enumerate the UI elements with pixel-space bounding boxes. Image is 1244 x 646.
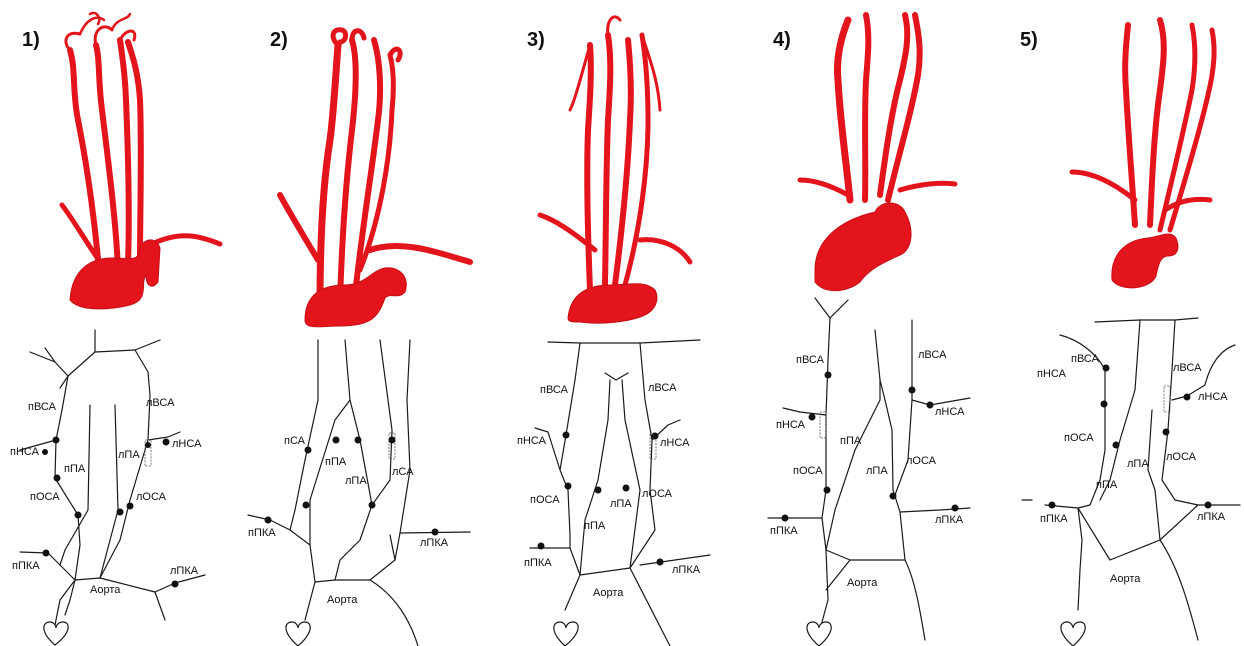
label-pVSA: пВСА [796, 354, 825, 366]
label-lPKA: лПКА [420, 537, 449, 549]
panel-2-3d-vessels [280, 30, 470, 327]
label-pNSA: пНСА [517, 435, 547, 447]
heart-icon [807, 622, 831, 646]
label-pPKA: пПКА [524, 557, 552, 569]
label-pNSA: пНСА [10, 446, 40, 458]
panel-3-number: 3) [527, 29, 545, 51]
label-pVSA: пВСА [1071, 353, 1100, 365]
heart-icon [44, 622, 68, 645]
label-pOSA: пОСА [30, 491, 60, 503]
panel-2-schema: пСА пПА лПА лСА пПКА лПКА Аорта [248, 340, 470, 646]
label-lOSA: лОСА [136, 491, 167, 503]
panel-3: 3) [517, 17, 710, 646]
label-lPKA: лПКА [672, 564, 701, 576]
aorta-3d [1112, 234, 1178, 288]
label-pPKA: пПКА [248, 527, 276, 539]
label-lPA: лПА [1127, 458, 1149, 470]
label-aorta: Аорта [90, 584, 121, 596]
panel-5-schema: пВСА лВСА пНСА лНСА пОСА лОСА лПА пПА пП… [1022, 318, 1240, 646]
panel-4: 4) пВСА лВС [768, 15, 970, 646]
panel-5-3d-vessels [1072, 20, 1214, 288]
label-lOSA: лОСА [1166, 451, 1197, 463]
label-lNSA: лНСА [1198, 391, 1228, 403]
label-pVSA: пВСА [540, 384, 569, 396]
heart-icon [554, 622, 578, 646]
label-pSA: пСА [284, 435, 306, 447]
label-aorta: Аорта [1110, 573, 1141, 585]
panel-4-number: 4) [773, 29, 791, 51]
label-lPKA: лПКА [170, 565, 199, 577]
label-pOSA: пОСА [1064, 432, 1094, 444]
aorta-3d [568, 284, 657, 323]
label-lPA: лПА [610, 498, 632, 510]
label-pVSA: пВСА [28, 401, 57, 413]
label-aorta: Аорта [327, 594, 358, 606]
aorta-3d [815, 203, 911, 291]
label-pPKA: пПКА [12, 560, 40, 572]
label-pPKA: пПКА [1040, 513, 1068, 525]
heart-icon [1061, 622, 1085, 646]
label-pOSA: пОСА [793, 465, 823, 477]
label-lVSA: лВСА [146, 397, 175, 409]
label-lNSA: лНСА [660, 437, 690, 449]
label-lSA: лСА [392, 466, 414, 478]
panel-1-number: 1) [22, 29, 40, 51]
label-pNSA: пНСА [776, 419, 806, 431]
label-lPA: лПА [866, 465, 888, 477]
label-pPKA: пПКА [770, 525, 798, 537]
label-lVSA: лВСА [918, 349, 947, 361]
label-pPA: пПА [840, 435, 862, 447]
label-pOSA: пОСА [530, 494, 560, 506]
panel-2: 2) пСА [248, 29, 470, 646]
panel-2-number: 2) [270, 29, 288, 51]
panel-3-schema: пВСА лВСА пНСА лНСА пОСА лОСА пПА лПА пП… [517, 340, 710, 646]
stent-icon [820, 412, 826, 438]
label-aorta: Аорта [593, 587, 624, 599]
schema-dots [42, 437, 179, 588]
label-pPA: пПА [1096, 479, 1118, 491]
label-lVSA: лВСА [648, 382, 677, 394]
label-pNSA: пНСА [1037, 368, 1067, 380]
label-pPA: пПА [64, 463, 86, 475]
label-lNSA: лНСА [935, 406, 965, 418]
label-lOSA: лОСА [906, 455, 937, 467]
label-pPA: пПА [584, 520, 606, 532]
panel-1: 1) [10, 13, 220, 645]
label-lNSA: лНСА [172, 438, 202, 450]
extra-mark: – [1022, 494, 1029, 506]
label-lPKA: лПКА [935, 514, 964, 526]
panel-4-3d-vessels [800, 15, 955, 291]
panel-1-schema: пВСА лВСА пНСА лНСА пПА лПА пОСА лОСА пП… [10, 330, 205, 645]
heart-icon [286, 622, 310, 646]
label-lOSA: лОСА [642, 488, 673, 500]
label-pPA: пПА [325, 456, 347, 468]
panel-5: 5) [1020, 20, 1240, 646]
label-lPA: лПА [118, 449, 140, 461]
label-aorta: Аорта [847, 577, 878, 589]
panel-1-3d-vessels [62, 13, 220, 309]
panel-5-number: 5) [1020, 29, 1038, 51]
label-lVSA: лВСА [1173, 362, 1202, 374]
schema-dots [782, 372, 959, 522]
label-lPA: лПА [345, 475, 367, 487]
panel-3-3d-vessels [540, 17, 690, 323]
label-lPKA: лПКА [1197, 511, 1226, 523]
panel-4-schema: пВСА лВСА пНСА лНСА пПА пОСА лПА лОСА пП… [768, 298, 970, 646]
